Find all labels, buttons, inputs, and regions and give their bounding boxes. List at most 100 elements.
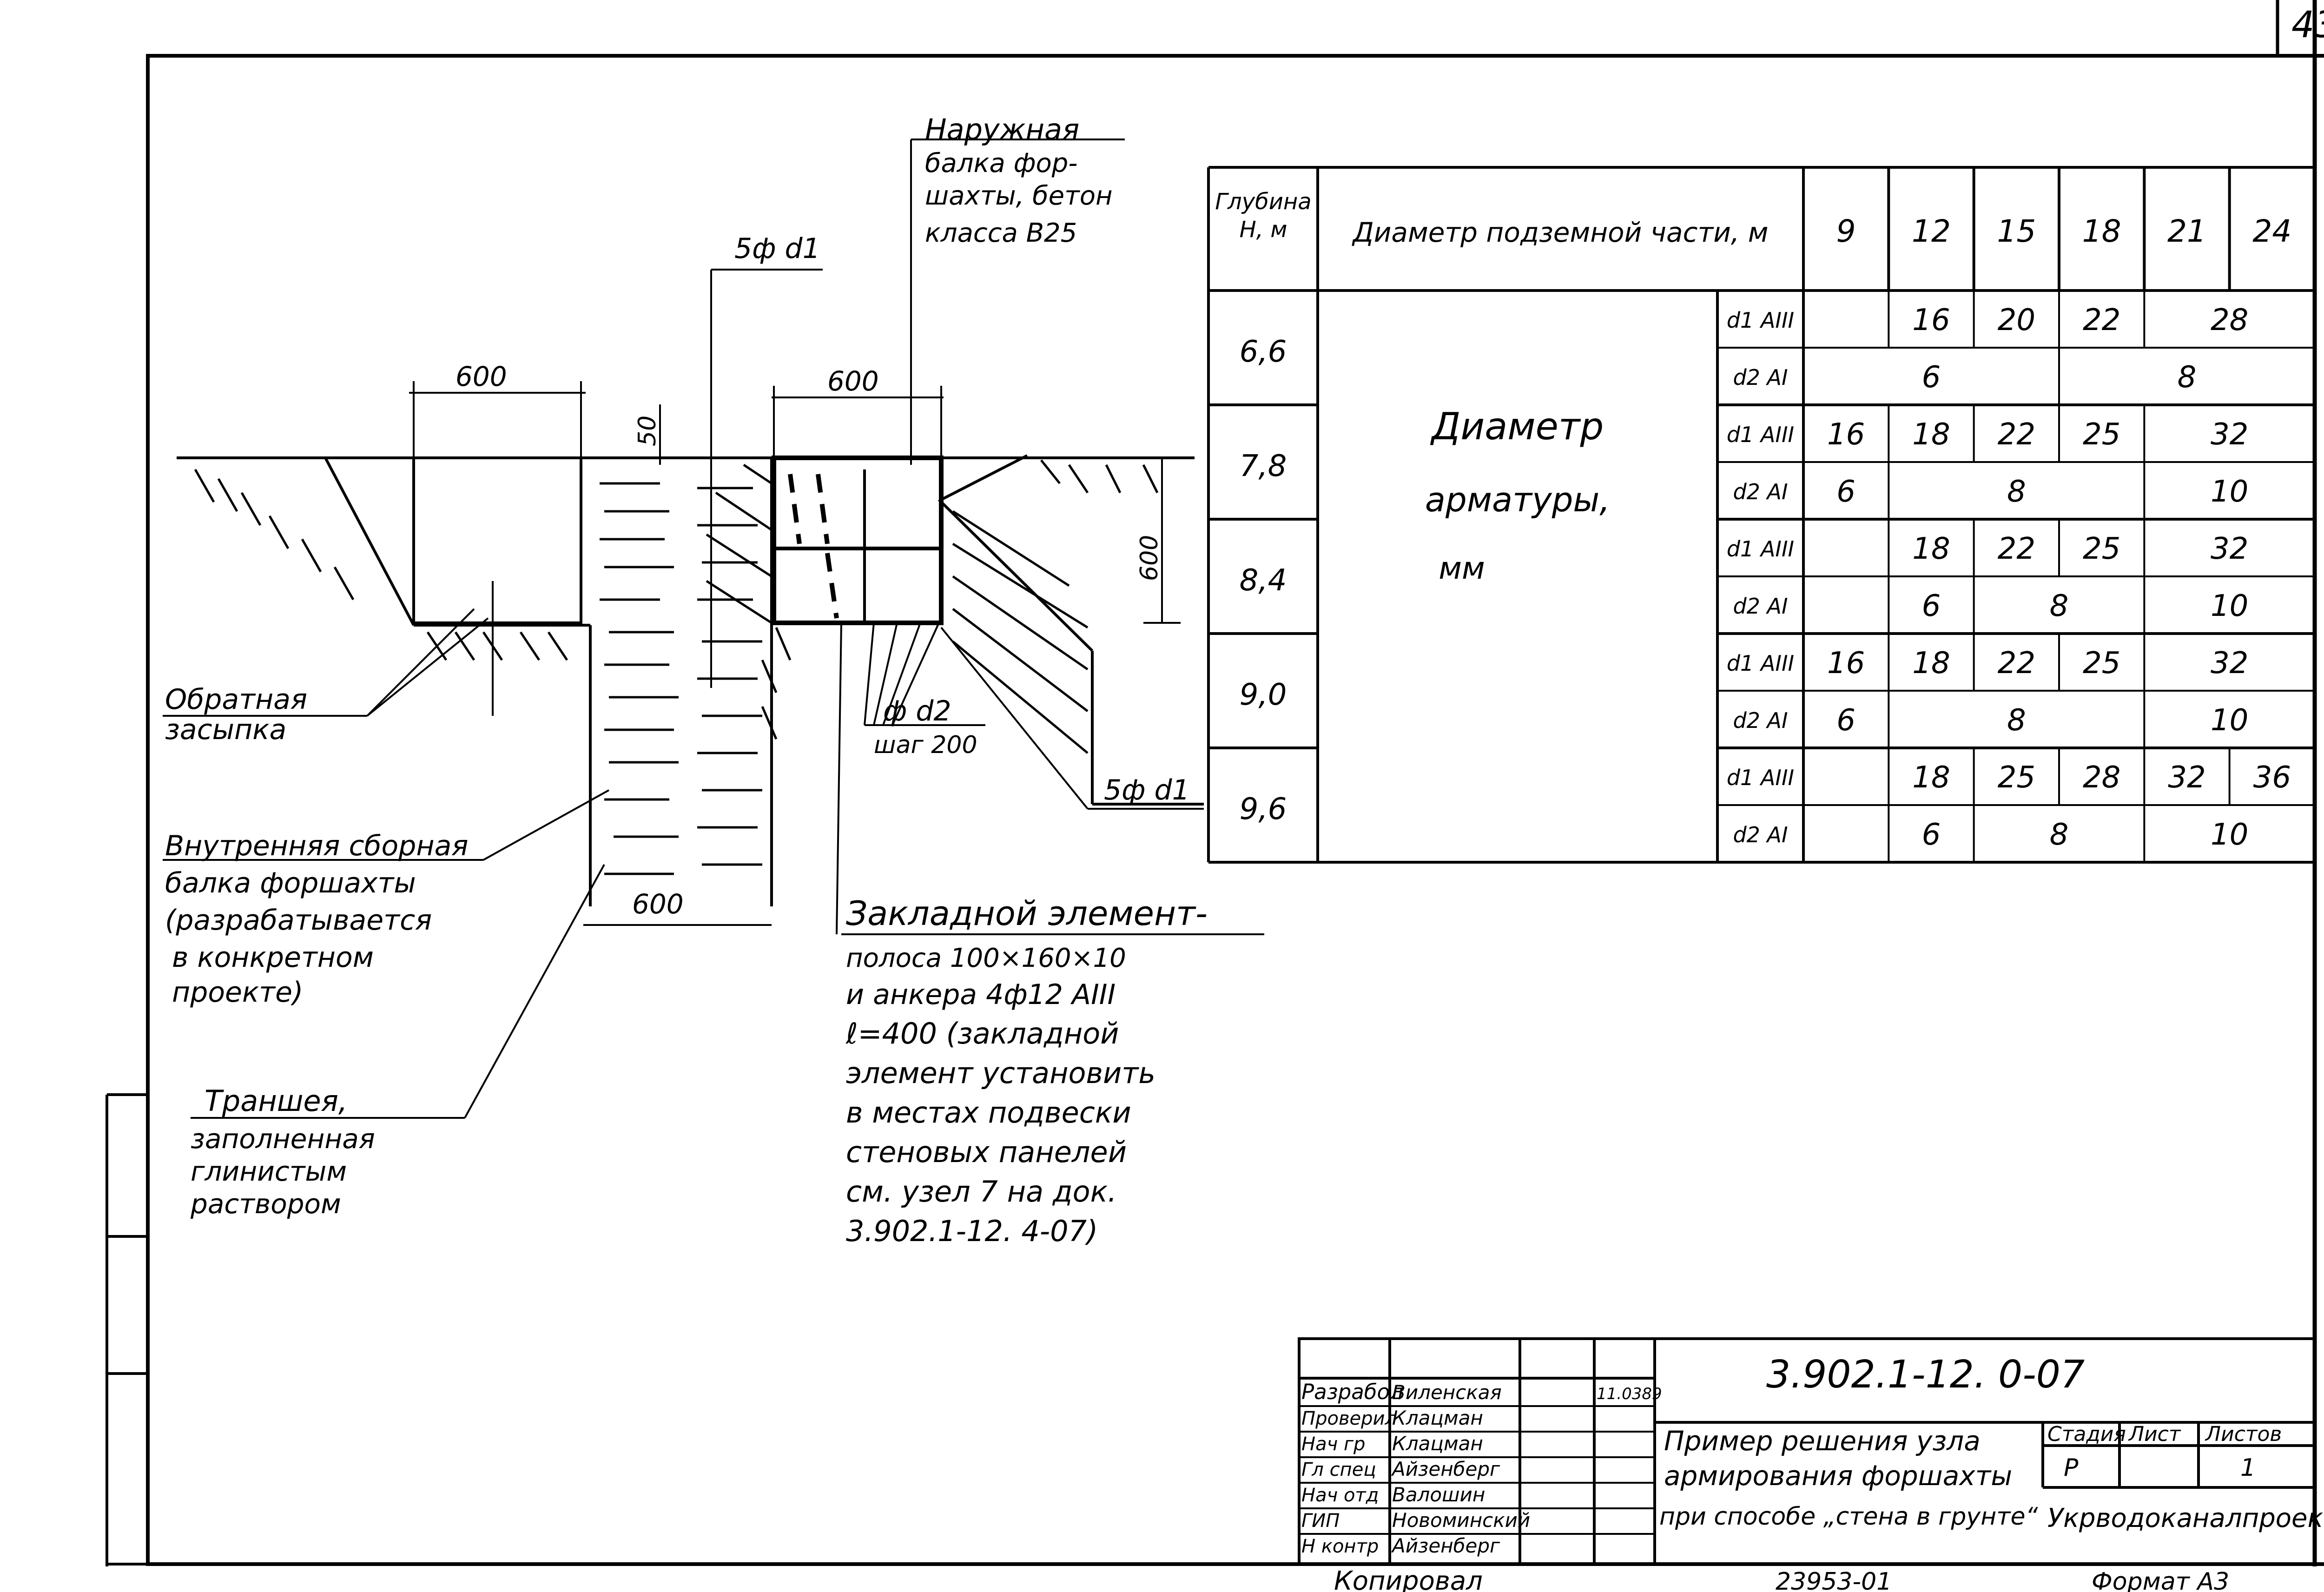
approval-name: Айзенберг [1391, 1458, 1500, 1480]
rebar-type-label: d2 АI [1733, 708, 1788, 733]
svg-text:стеновых панелей: стеновых панелей [846, 1135, 1127, 1169]
format-label: Формат А3 [2092, 1568, 2229, 1592]
embedded-element-label: Закладной элемент- полоса 100×160×10 и а… [845, 894, 1208, 1248]
approval-role: Нач гр [1301, 1433, 1365, 1455]
dim-600-center: 600 [827, 365, 879, 397]
cross-section [163, 139, 1264, 1119]
svg-text:засыпка: засыпка [165, 713, 286, 746]
rebar-cell: 18 [1912, 417, 1950, 452]
rebar-cell: 20 [1998, 303, 2035, 337]
rebar-cell: 32 [2211, 417, 2248, 452]
svg-text:армирования форшахты: армирования форшахты [1664, 1460, 2012, 1492]
rebar-cell: 8 [2007, 475, 2026, 509]
inner-beam-label: Внутренняя сборная балка форшахты (разра… [165, 830, 468, 1009]
svg-text:при способе „стена в грунте“: при способе „стена в грунте“ [1659, 1503, 2038, 1531]
rebar-cell: 28 [2083, 760, 2120, 795]
depth-value: 7,8 [1240, 449, 1287, 483]
rebar-cell: 25 [2083, 646, 2120, 680]
diameter-col-15: 15 [1997, 213, 2036, 249]
rebar-cell: 16 [1827, 417, 1865, 452]
rebar-type-label: d2 АI [1733, 594, 1788, 619]
rebar-cell: 16 [1827, 646, 1865, 680]
diameter-col-9: 9 [1836, 213, 1856, 249]
merged-label-line2: арматуры, [1425, 480, 1610, 519]
approval-name: Клацман [1392, 1407, 1483, 1429]
merged-label-line1: Диаметр [1430, 405, 1604, 448]
copied-label: Копировал [1334, 1566, 1483, 1592]
svg-text:проекте): проекте) [172, 976, 303, 1009]
approval-role: Гл спец [1301, 1459, 1376, 1480]
svg-text:ф d2: ф d2 [883, 695, 951, 727]
rebar-type-label: d1 АIII [1727, 651, 1794, 676]
svg-text:Наружная: Наружная [925, 112, 1079, 146]
approval-role: ГИП [1301, 1510, 1340, 1532]
svg-text:Обратная: Обратная [165, 683, 307, 716]
rebar-cell: 32 [2168, 760, 2205, 795]
rebar-cell: 22 [2083, 303, 2120, 337]
depth-header: Глубина [1215, 189, 1311, 215]
approval-name: Айзенберг [1391, 1534, 1500, 1557]
rebar-cell: 10 [2211, 818, 2248, 852]
sheet-number: 43 [2291, 4, 2324, 46]
rebar-cell: 8 [2178, 360, 2197, 395]
approval-name: Клацман [1392, 1432, 1483, 1455]
svg-text:заполненная: заполненная [191, 1123, 375, 1155]
drawing-title: Пример решения узла армирования форшахты… [1659, 1425, 2038, 1531]
approval-role: Проверил [1301, 1408, 1397, 1429]
rebar-cell: 6 [1836, 703, 1855, 738]
rebar-cell: 36 [2253, 760, 2291, 795]
rebar-cell: 22 [1998, 417, 2035, 452]
sheet-header: Лист [2128, 1422, 2181, 1446]
depth-value: 6,6 [1240, 335, 1287, 369]
rebar-cell: 6 [1922, 589, 1941, 623]
rebar-cell: 22 [1998, 646, 2035, 680]
rebar-type-label: d1 АIII [1727, 308, 1794, 333]
backfill-label: Обратная засыпка [165, 683, 307, 746]
rebar-cell: 25 [2083, 532, 2120, 566]
rebar-cell: 18 [1912, 532, 1950, 566]
dim-600-bottom: 600 [632, 888, 684, 920]
trench-label: Траншея, заполненная глинистым раствором [190, 1084, 375, 1220]
svg-text:полоса 100×160×10: полоса 100×160×10 [846, 943, 1126, 973]
approval-name: Валошин [1392, 1483, 1485, 1506]
svg-text:шаг 200: шаг 200 [874, 731, 977, 759]
inventory-number: 23953-01 [1776, 1568, 1892, 1592]
rebar-cell: 8 [2050, 818, 2069, 852]
doc-code: 3.902.1-12. 0-07 [1766, 1353, 2085, 1397]
svg-text:(разрабатывается: (разрабатывается [165, 904, 432, 937]
depth-header-unit: Н, м [1240, 217, 1287, 243]
merged-label-line3: мм [1439, 550, 1485, 586]
rebar-type-label: d1 АIII [1727, 422, 1794, 447]
rebar-cell: 25 [1998, 760, 2035, 795]
approval-date: 11.0389 [1597, 1385, 1662, 1403]
depth-value: 9,6 [1240, 792, 1287, 826]
diameter-header: Диаметр подземной части, м [1351, 217, 1768, 248]
stage-value: Р [2064, 1454, 2079, 1482]
rebar-cell: 25 [2083, 417, 2120, 452]
sheets-header: Листов [2205, 1422, 2282, 1446]
bars-top-label: 5ф d1 [734, 232, 820, 265]
rebar-cell: 6 [1922, 818, 1941, 852]
svg-text:класса В25: класса В25 [925, 218, 1077, 248]
rebar-cell: 28 [2211, 303, 2248, 337]
rebar-cell: 16 [1912, 303, 1950, 337]
stage-header: Стадия [2047, 1422, 2126, 1446]
rebar-cell: 6 [1922, 360, 1941, 395]
svg-text:Траншея,: Траншея, [205, 1084, 348, 1118]
dim-600-left: 600 [456, 361, 507, 392]
svg-text:балка фор-: балка фор- [925, 148, 1077, 178]
svg-text:балка форшахты: балка форшахты [165, 867, 416, 899]
diameter-col-12: 12 [1912, 213, 1951, 249]
rebar-cell: 10 [2211, 475, 2248, 509]
approval-role: Н контр [1301, 1536, 1379, 1557]
approval-name: Новоминский [1392, 1509, 1530, 1532]
depth-value: 8,4 [1240, 563, 1287, 598]
diameter-col-24: 24 [2252, 213, 2291, 249]
rebar-type-label: d2 АI [1733, 822, 1788, 847]
sheets-value: 1 [2240, 1454, 2256, 1482]
dim-600-vertical: 600 [1136, 535, 1163, 581]
svg-text:3.902.1-12. 4-07): 3.902.1-12. 4-07) [846, 1214, 1098, 1248]
svg-text:элемент установить: элемент установить [846, 1056, 1155, 1090]
